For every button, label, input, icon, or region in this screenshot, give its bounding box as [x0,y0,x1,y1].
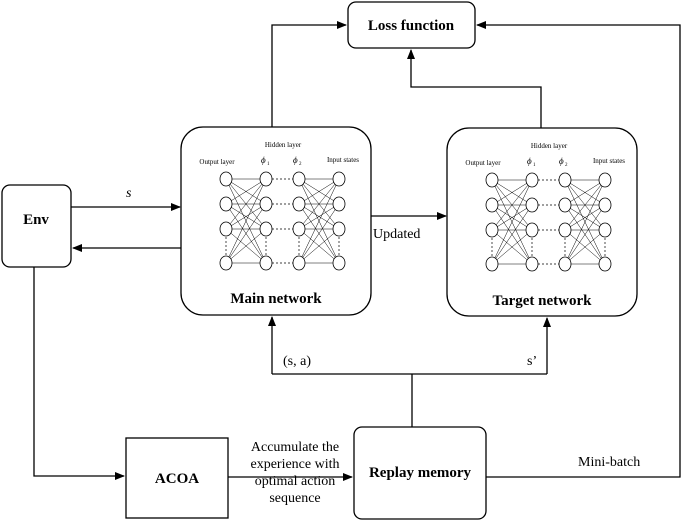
nn-neuron [558,222,572,238]
target-network-label: Target network [492,293,592,309]
nn-connection [298,203,340,264]
accumulate-line-2: experience with [250,457,339,472]
phi-2-label: ϕ [559,156,564,166]
nn-neuron [219,221,233,237]
nn-connection [298,228,340,264]
output-layer-label: Output layer [199,158,235,166]
nn-neuron [292,196,306,212]
s-prime-label: s’ [527,354,537,369]
nn-neuron [485,197,499,213]
nn-connection [225,203,267,264]
accumulate-line-3: optimal action [255,474,335,489]
nn-neuron [485,172,499,188]
accumulate-line-4: sequence [269,491,320,506]
nn-connection [491,179,533,206]
nn-neuron [485,222,499,238]
accumulate-line-1: Accumulate the [251,440,339,455]
nn-connection [491,204,533,265]
nn-connection [491,204,533,231]
phi-1-label: ϕ [527,156,532,166]
nn-neuron [219,196,233,212]
nn-neuron [332,255,346,271]
nn-connection [298,178,340,230]
nn-neuron [259,171,273,187]
nn-connection [564,204,606,231]
input-states-label: Input states [327,156,359,164]
env-label: Env [23,212,49,228]
nn-neuron [332,221,346,237]
replay-memory-box: Replay memory [353,426,487,520]
env-to-acoa-arrow [33,267,125,480]
nn-connection [491,179,533,265]
nn-neuron [292,171,306,187]
nn-neuron [219,255,233,271]
nn-neuron [558,197,572,213]
nn-connection [564,179,606,206]
accumulate-label: Accumulate the experience with optimal a… [250,440,339,506]
input-states-label: Input states [593,157,625,165]
nn-connection [225,178,267,264]
nn-connection [298,178,340,264]
loss-function-box: Loss function [347,1,476,49]
output-layer-label: Output layer [465,159,501,167]
phi-2-label: ϕ [293,155,298,165]
sa-label: (s, a) [283,354,311,369]
phi-1-subscript: 1 [267,162,270,167]
nn-neuron [558,256,572,272]
nn-neuron [332,171,346,187]
target-to-loss-arrow [407,49,542,128]
nn-connection [225,178,267,205]
minibatch-label: Mini-batch [578,455,640,470]
nn-neuron [292,255,306,271]
phi-1-subscript: 1 [533,163,536,168]
loss-function-label: Loss function [368,18,455,34]
nn-connection [491,179,533,231]
nn-neuron [525,197,539,213]
nn-neuron [259,255,273,271]
acoa-box: ACOA [125,437,229,519]
nn-neuron [598,197,612,213]
nn-neuron [219,171,233,187]
nn-neuron [259,196,273,212]
minibatch-arrow [476,21,681,478]
main-network-label: Main network [230,291,322,307]
phi-1-label: ϕ [261,155,266,165]
nn-connection [564,204,606,265]
nn-connection [225,178,267,230]
phi-2-subscript: 2 [565,163,568,168]
nn-neuron [259,221,273,237]
replay-memory-label: Replay memory [369,465,472,481]
nn-connection [298,203,340,230]
nn-neuron [558,172,572,188]
nn-connection [564,179,606,231]
nn-neuron [598,256,612,272]
nn-neuron [525,172,539,188]
s-label: s [126,186,132,201]
nn-neuron [332,196,346,212]
nn-neuron [525,222,539,238]
hidden-layer-label: Hidden layer [531,142,568,150]
nn-connection [225,203,267,230]
nn-neuron [598,172,612,188]
main-to-loss-arrow [271,21,347,127]
phi-2-subscript: 2 [299,162,302,167]
nn-connection [564,229,606,265]
nn-neuron [485,256,499,272]
nn-neuron [292,221,306,237]
nn-connection [564,179,606,265]
updated-label: Updated [373,227,420,242]
env-box: Env [1,184,72,268]
nn-connection [491,229,533,265]
nn-connection [225,228,267,264]
nn-neuron [598,222,612,238]
acoa-label: ACOA [155,471,199,487]
hidden-layer-label: Hidden layer [265,141,302,149]
nn-neuron [525,256,539,272]
nn-connection [298,178,340,205]
